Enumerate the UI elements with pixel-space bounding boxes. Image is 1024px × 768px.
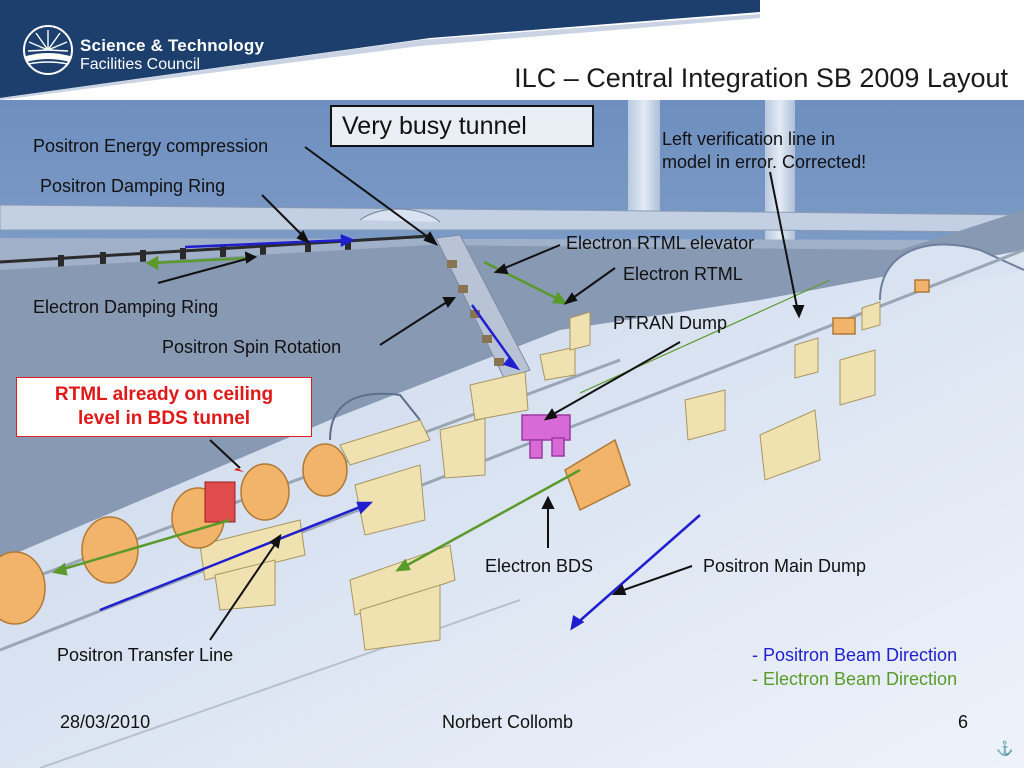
label-electron-rtml: Electron RTML (623, 264, 743, 284)
label-electron-rtml-elevator: Electron RTML elevator (566, 233, 755, 253)
label-ptran-dump: PTRAN Dump (613, 313, 728, 333)
org-subtitle: Facilities Council (80, 56, 201, 73)
label-electron-bds: Electron BDS (485, 556, 594, 576)
anchor-icon: ⚓ (996, 740, 1014, 756)
rtml-elements (447, 260, 504, 366)
legend-positron-beam: - Positron Beam Direction (752, 645, 958, 665)
orange-magnets (0, 279, 930, 625)
tunnel-arch (329, 392, 421, 441)
damping-ring-beamline (0, 234, 431, 264)
footer-author: Norbert Collomb (442, 712, 574, 732)
tunnel-floor (0, 250, 1024, 768)
slide-header: Science & Technology Facilities Council … (0, 0, 1024, 100)
label-positron-spin-rotation: Positron Spin Rotation (162, 337, 342, 357)
label-positron-damping-ring: Positron Damping Ring (40, 176, 226, 196)
rtml-elevator (435, 234, 531, 381)
stfc-logo-icon (23, 25, 73, 75)
footer-date: 28/03/2010 (60, 712, 151, 732)
org-name: Science & Technology (80, 36, 265, 55)
rtml-ceiling-element (204, 481, 236, 523)
electron-beam-arrows (52, 255, 831, 576)
tunnel-scene (0, 100, 1024, 768)
rtml-ceiling-note-line-1: RTML already on ceiling (54, 384, 274, 405)
positron-beam-arrows (99, 234, 701, 631)
damping-ring-magnets (58, 240, 351, 267)
rtml-ceiling-note-line-2: level in BDS tunnel (77, 408, 251, 429)
annotation-leaders (157, 146, 805, 641)
label-left-verification-line-2: model in error. Corrected! (662, 152, 867, 172)
label-positron-transfer-line: Positron Transfer Line (57, 645, 234, 665)
label-left-verification-line-1: Left verification line in (662, 129, 836, 149)
very-busy-tunnel-box: Very busy tunnel (330, 105, 594, 147)
rtml-ceiling-note: RTML already on ceiling level in BDS tun… (16, 377, 312, 437)
legend-electron-beam: - Electron Beam Direction (752, 669, 958, 689)
label-positron-energy-compression: Positron Energy compression (33, 136, 269, 156)
slide-title: ILC – Central Integration SB 2009 Layout (514, 63, 1008, 93)
label-electron-damping-ring: Electron Damping Ring (33, 297, 219, 317)
label-positron-main-dump: Positron Main Dump (703, 556, 867, 576)
footer-page-number: 6 (958, 712, 969, 732)
rtml-leader-tip (234, 468, 244, 472)
shaft (628, 100, 660, 222)
damping-ring-tunnel (0, 204, 1024, 233)
header-band (0, 0, 1024, 100)
